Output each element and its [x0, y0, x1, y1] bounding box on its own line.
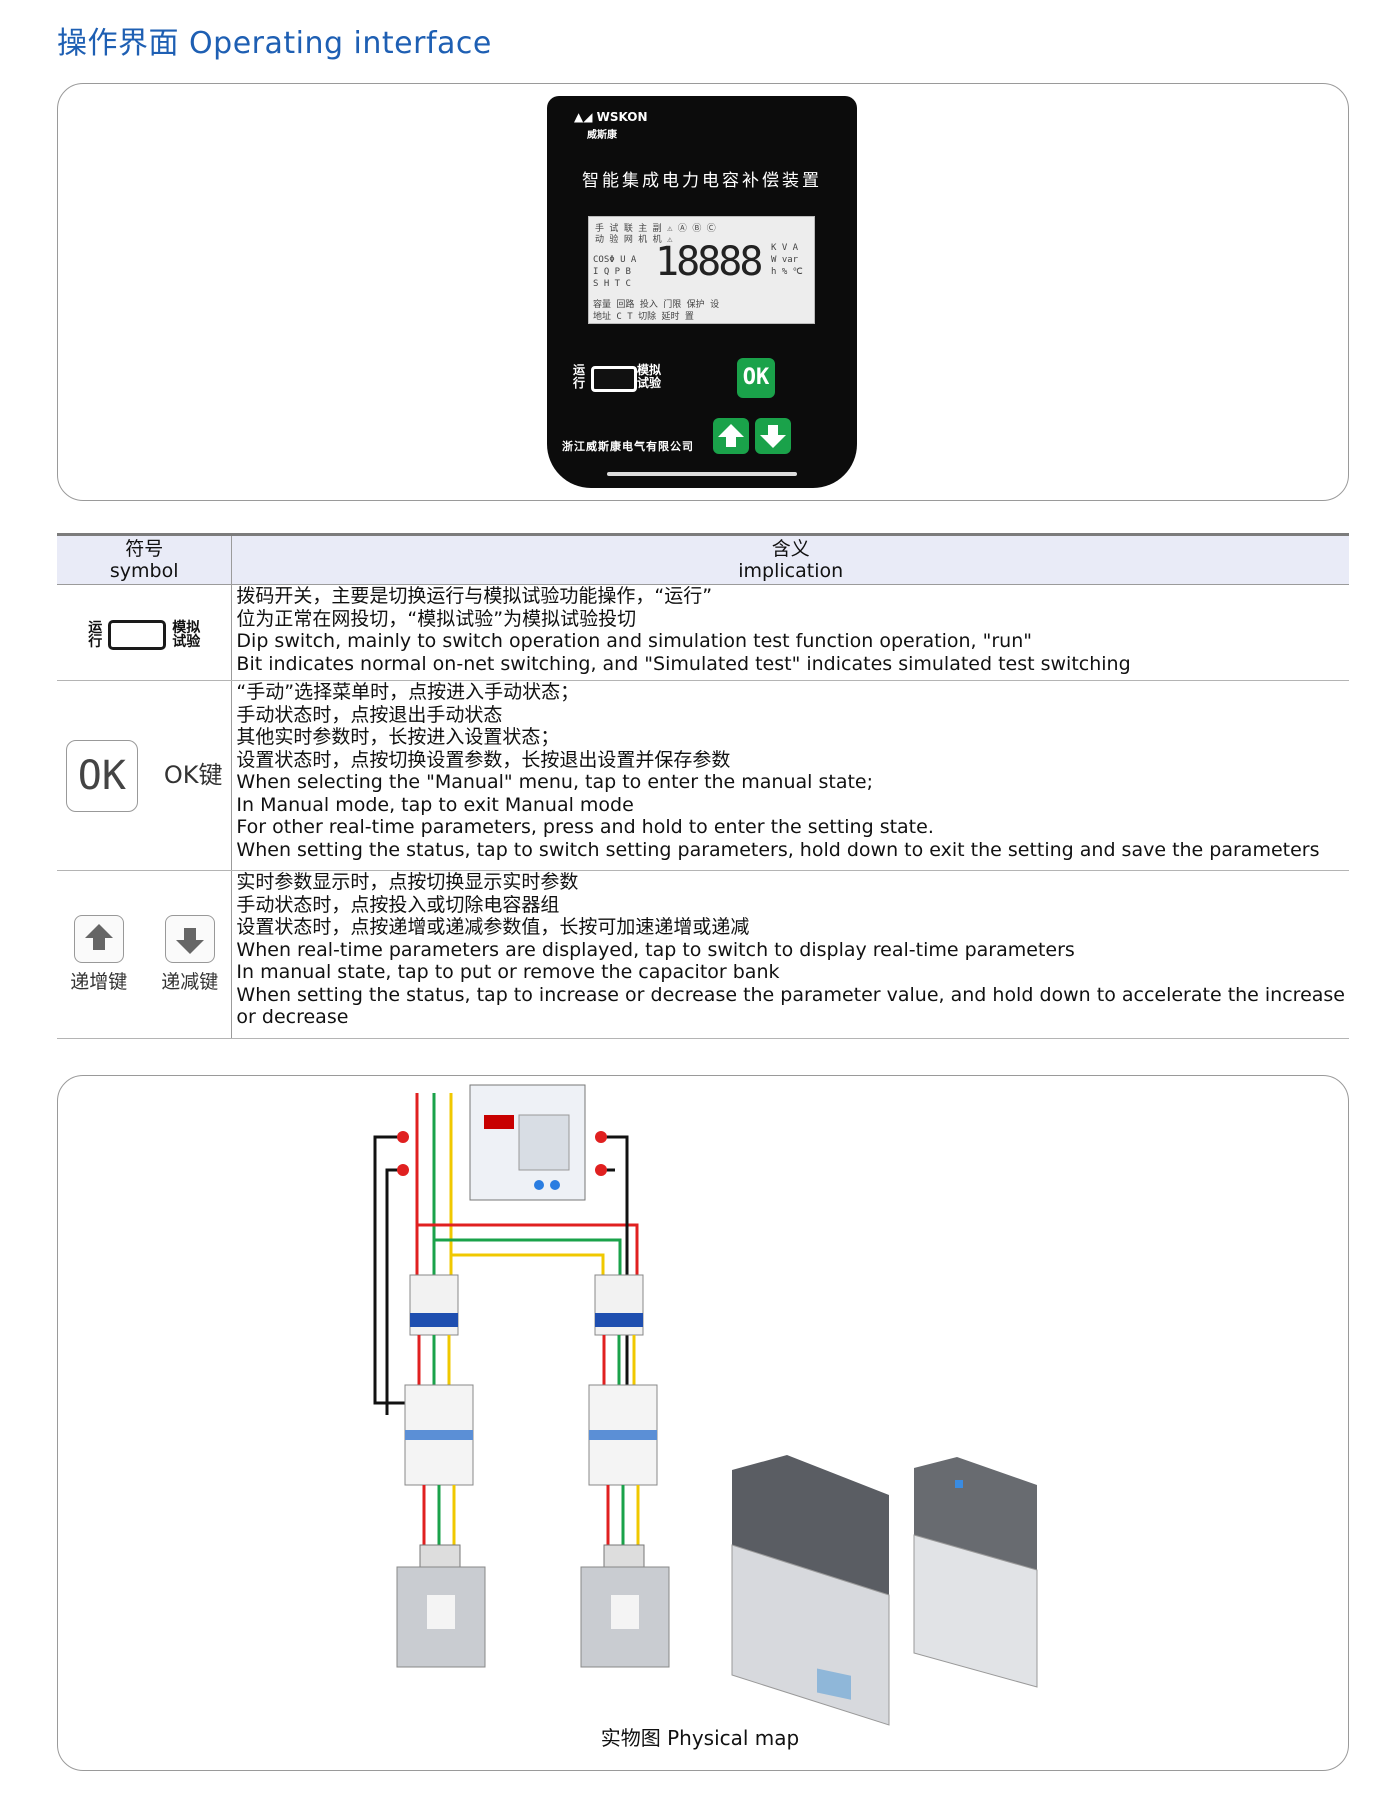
table-header: 符号 symbol 含义 implication: [57, 533, 1349, 585]
smart-capacitor-large: [731, 1455, 890, 1726]
device-title: 智能集成电力电容补偿装置: [582, 171, 822, 191]
device-panel: [57, 83, 1349, 501]
circuit-breaker-right: [594, 1274, 644, 1336]
sym-test-label: 模拟 试验: [172, 620, 201, 650]
ok-key-label: OK键: [163, 761, 223, 790]
arrow-down-icon: [175, 928, 204, 955]
arrow-down-icon: [760, 425, 786, 448]
row-text: 拨码开关，主要是切换运行与模拟试验功能操作，“运行” 位为正常在网投切，“模拟试…: [231, 584, 1349, 681]
lcd-left-col: COSΦ U A: [593, 255, 637, 265]
lcd-bottom2: 地址 C T 切除 延时 置: [593, 312, 694, 322]
symbol-ok-key: OK OK键: [57, 680, 233, 871]
wiring-panel: [57, 1075, 1349, 1771]
symbol-dip-switch: 运 行 模拟 试验: [57, 584, 233, 681]
table-row: 运 行 模拟 试验 拨码开关，主要是切换运行与模拟试验功能操作，“运行” 位为正…: [57, 584, 1349, 681]
lcd-row2: 动 验 网 机 机 ⚠: [595, 235, 673, 245]
sym-run-label: 运 行: [88, 620, 103, 650]
increment-key: 递增键: [70, 915, 127, 994]
symbol-arrow-keys: 递增键 递减键: [57, 870, 233, 1039]
arrow-up-icon: [718, 424, 744, 447]
device-bar: [607, 472, 797, 476]
arrow-up-icon: [84, 924, 113, 951]
brand-logo: ▲◢ WSKON: [574, 110, 648, 124]
lcd-left-col2: I Q P B: [593, 267, 631, 277]
header-implication: 含义 implication: [231, 533, 1349, 585]
header-symbol: 符号 symbol: [57, 533, 233, 585]
lcd-units1: K V A: [771, 243, 799, 253]
ok-button[interactable]: OK: [737, 358, 775, 398]
lcd-row1: 手 试 联 主 副 ⚠ Ⓐ Ⓑ Ⓒ: [595, 224, 716, 234]
row-text: 实时参数显示时，点按切换显示实时参数 手动状态时，点按投入或切除电容器组 设置状…: [231, 870, 1349, 1039]
terminal-dots: [397, 1131, 607, 1176]
switch-test-label: 模拟 试验: [637, 363, 662, 390]
table-row: OK OK键 “手动”选择菜单时，点按进入手动状态； 手动状态时，点按退出手动状…: [57, 680, 1349, 871]
switching-module-left: [404, 1384, 474, 1486]
dip-switch[interactable]: [591, 366, 637, 392]
lcd-left-col3: S H T C: [593, 279, 631, 289]
table-row: 递增键 递减键 实时参数显示时，点按切换显示实时参数 手动状态时，点按投入或切除…: [57, 870, 1349, 1039]
lcd-bottom1: 容量 回路 投入 门限 保护 设: [593, 300, 720, 310]
symbol-table: 符号 symbol 含义 implication 运 行 模拟 试验 拨码开关，…: [57, 533, 1349, 1039]
row-text: “手动”选择菜单时，点按进入手动状态； 手动状态时，点按退出手动状态 其他实时参…: [231, 680, 1349, 871]
up-button[interactable]: [713, 418, 749, 454]
lcd-units2: W var: [771, 255, 799, 265]
decrement-key: 递减键: [161, 915, 218, 994]
circuit-breaker-left: [409, 1274, 459, 1336]
capacitor-right: [580, 1544, 670, 1668]
caption: 实物图 Physical map: [600, 1726, 800, 1750]
logo-icon: ▲◢: [574, 110, 597, 124]
controller-front-panel: ▲◢ WSKON 威斯康 智能集成电力电容补偿装置 手 试 联 主 副 ⚠ Ⓐ …: [547, 96, 857, 488]
reactive-power-controller: [469, 1084, 586, 1201]
ok-key-icon: OK: [65, 739, 138, 812]
lcd-digits: 18888: [655, 239, 763, 285]
brand-cn: 威斯康: [587, 130, 617, 141]
switching-module-right: [588, 1384, 658, 1486]
page-title: 操作界面 Operating interface: [57, 26, 492, 61]
down-button[interactable]: [755, 418, 791, 454]
wiring-diagram: [373, 1084, 1038, 1726]
lcd-display: 手 试 联 主 副 ⚠ Ⓐ Ⓑ Ⓒ 动 验 网 机 机 ⚠ COSΦ U A I…: [588, 216, 815, 324]
company-name: 浙江威斯康电气有限公司: [562, 440, 694, 453]
switch-run-label: 运 行: [573, 363, 586, 390]
capacitor-left: [396, 1544, 486, 1668]
lcd-units3: h % ℃: [771, 267, 803, 277]
smart-capacitor-small: [913, 1457, 1038, 1688]
switch-icon: [108, 620, 167, 650]
